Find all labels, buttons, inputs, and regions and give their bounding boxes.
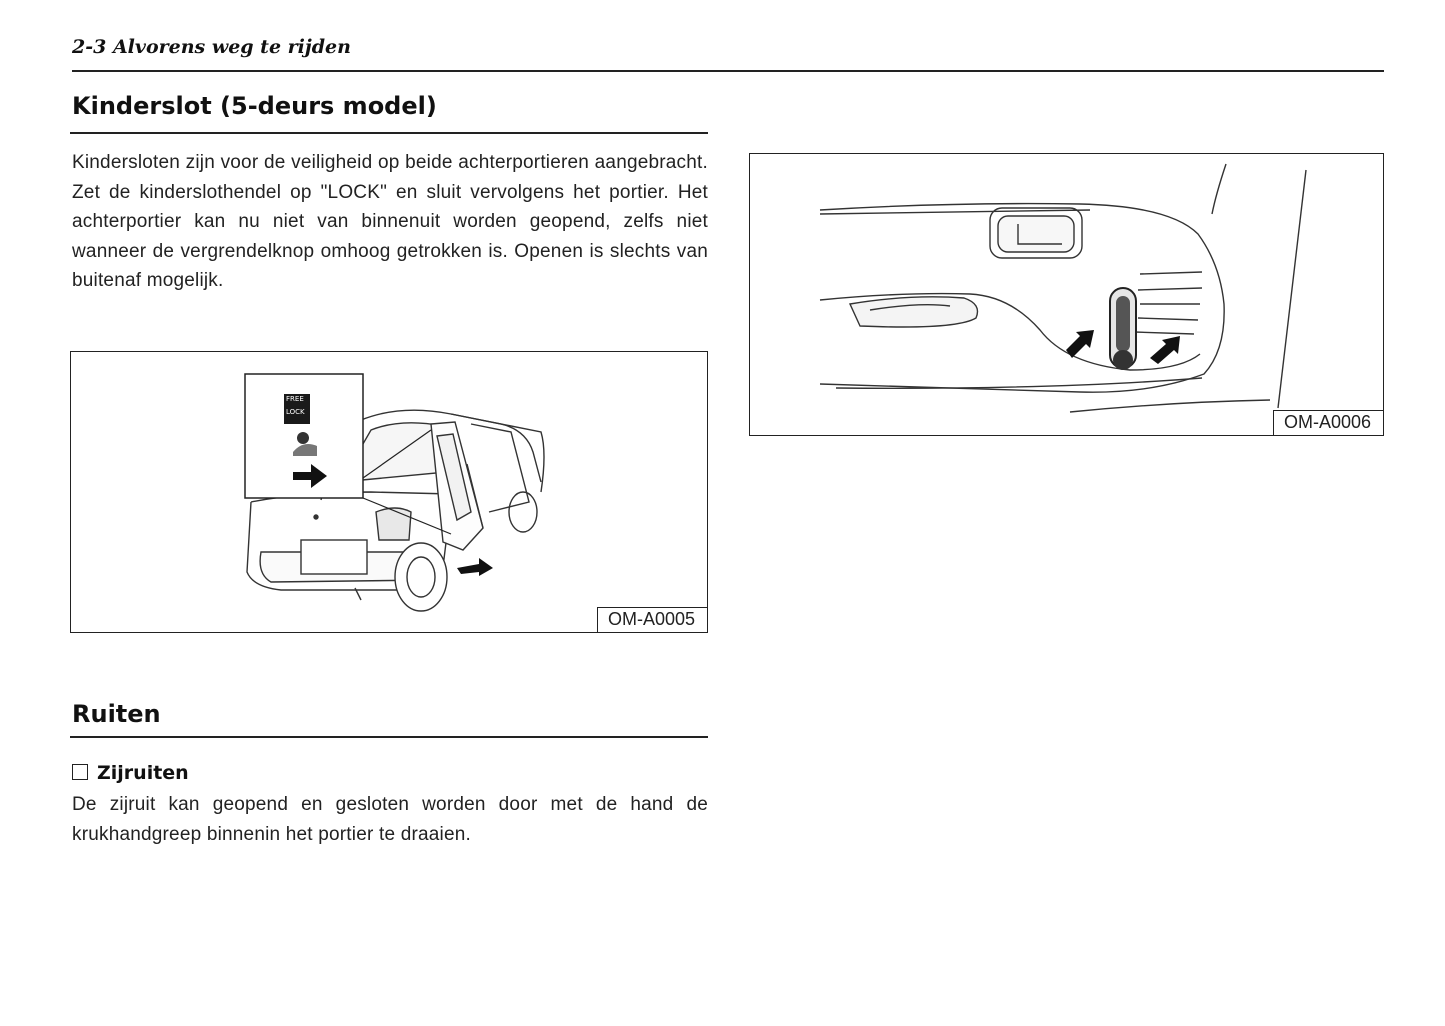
figure-code-om-a0005: OM-A0005 (596, 607, 707, 632)
section-rule-kinderslot (70, 132, 708, 134)
subsection-heading-zijruiten: Zijruiten (72, 762, 189, 784)
inset-lock-label: LOCK (286, 408, 305, 416)
section-title-kinderslot: Kinderslot (5-deurs model) (72, 92, 437, 120)
checkbox-icon (72, 764, 88, 780)
figure-code-om-a0006: OM-A0006 (1272, 410, 1383, 435)
zijruiten-paragraph: De zijruit kan geopend en gesloten worde… (72, 794, 708, 845)
car-rear-illustration (244, 373, 545, 612)
section-title-ruiten: Ruiten (72, 700, 161, 728)
inset-free-label: FREE (286, 395, 304, 403)
subsection-heading-text: Zijruiten (97, 762, 189, 784)
section-rule-ruiten (70, 736, 708, 738)
figure-om-a0006: OM-A0006 (749, 153, 1384, 436)
figure-om-a0005: FREE LOCK OM-A0005 (70, 351, 708, 633)
header-rule (72, 70, 1384, 72)
kinderslot-paragraph: Kindersloten zijn voor de veiligheid op … (72, 152, 708, 291)
running-head: 2-3 Alvorens weg te rijden (72, 36, 351, 58)
door-interior-illustration (819, 163, 1307, 413)
